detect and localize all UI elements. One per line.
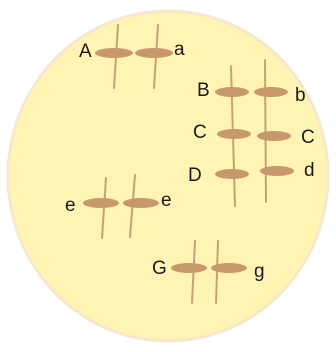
- allele-band-e-right: [123, 198, 159, 208]
- allele-band-b: [254, 87, 288, 97]
- allele-band-D: [215, 169, 249, 179]
- cell-membrane: [6, 9, 330, 343]
- allele-label-B: B: [197, 80, 210, 101]
- chromosome-pair-a: [95, 24, 173, 89]
- allele-label-C-right: C: [301, 127, 315, 148]
- allele-label-G: G: [152, 258, 167, 279]
- allele-label-g: g: [254, 261, 265, 282]
- allele-band-C-right: [257, 131, 291, 141]
- allele-band-d: [260, 166, 294, 176]
- chromosome-pair-e: [83, 174, 159, 239]
- allele-label-a: a: [174, 39, 185, 60]
- allele-band-B: [215, 87, 249, 97]
- allele-label-D: D: [188, 165, 202, 186]
- allele-label-d: d: [304, 160, 315, 181]
- allele-band-G: [171, 263, 207, 273]
- allele-label-e-right: e: [161, 190, 172, 211]
- allele-label-e-left: e: [65, 195, 76, 216]
- chromosome-right: [215, 240, 219, 304]
- allele-band-A: [95, 48, 133, 58]
- allele-band-C-left: [217, 129, 251, 139]
- allele-band-g: [211, 263, 247, 273]
- allele-label-A: A: [79, 41, 92, 62]
- chromosome-pair-bcd: [215, 59, 294, 207]
- allele-label-b: b: [295, 85, 306, 106]
- chromosome-right: [264, 59, 267, 203]
- chromosome-left: [101, 177, 107, 239]
- allele-label-C-left: C: [193, 122, 207, 143]
- chromosome-pair-g: [171, 240, 247, 304]
- allele-band-a: [135, 48, 173, 58]
- allele-band-e-left: [83, 198, 119, 208]
